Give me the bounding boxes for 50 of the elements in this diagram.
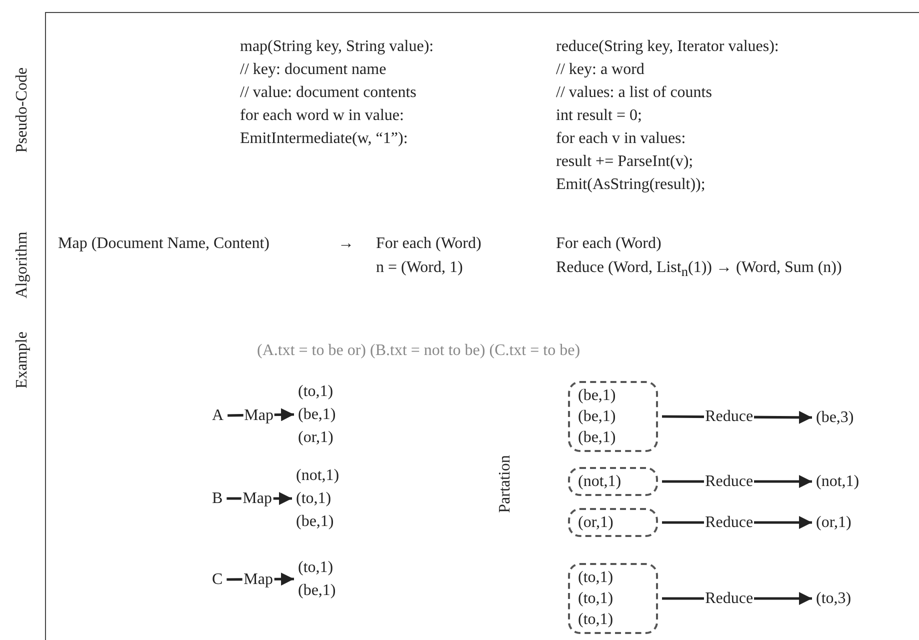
dashed-group (568, 508, 658, 537)
code-line: // value: document contents (240, 83, 416, 103)
key-value-text: (to,1) (578, 589, 614, 609)
code-line: for each v in values: (556, 129, 686, 149)
key-value-text: A (212, 404, 224, 427)
key-value-text: (be,1) (578, 407, 617, 427)
code-line: for each word w in value: (240, 106, 404, 126)
arrow-symbol: → (338, 234, 354, 254)
key-value-text: (be,1) (578, 386, 617, 406)
key-value-text: (to,1) (298, 558, 334, 578)
example-input-text: (A.txt = to be or) (B.txt = not to be) (C.txt = to be) (257, 341, 580, 361)
key-value-text: (be,1) (578, 428, 617, 448)
key-value-text: (to,3) (816, 587, 852, 610)
code-line: // key: a word (556, 60, 644, 80)
section-label: Example (12, 332, 32, 388)
code-line: // values: a list of counts (556, 83, 712, 103)
key-value-text: (not,1) (296, 466, 340, 486)
key-value-text: (or,1) (578, 513, 614, 533)
key-value-text: (or,1) (298, 428, 334, 448)
dashed-group (568, 563, 658, 634)
key-value-text: (to,1) (296, 489, 332, 509)
dashed-group (568, 467, 658, 496)
code-line: result += ParseInt(v); (556, 152, 694, 172)
key-value-text: B (212, 487, 223, 510)
algorithm-text: Map (Document Name, Content) (58, 234, 270, 254)
key-value-text: C (212, 568, 223, 591)
key-value-text: (not,1) (816, 470, 860, 493)
partition-label: Partation (496, 455, 514, 513)
dashed-group (568, 381, 658, 452)
key-value-text: (or,1) (816, 511, 852, 534)
key-value-text: (to,1) (298, 382, 334, 402)
key-value-text: (to,1) (578, 568, 614, 588)
key-value-text: (not,1) (578, 472, 622, 492)
section-label: Algorithm (12, 232, 32, 298)
code-line: EmitIntermediate(w, “1”): (240, 129, 408, 149)
key-value-text: (be,1) (298, 581, 336, 601)
algorithm-text: Reduce (Word, List$_{n}$(1)) → (Word, Sum (n)) (556, 258, 842, 282)
algorithm-text: n = (Word, 1) (376, 258, 463, 278)
code-line: reduce(String key, Iterator values): (556, 37, 779, 57)
key-value-text: (be,1) (296, 512, 335, 532)
algorithm-text: For each (Word) (376, 234, 482, 254)
code-line: Emit(AsString(result)); (556, 175, 706, 195)
code-line: // key: document name (240, 60, 386, 80)
algorithm-text: For each (Word) (556, 234, 662, 254)
key-value-text: (to,1) (578, 610, 614, 630)
key-value-text: (be,1) (298, 405, 336, 425)
code-line: map(String key, String value): (240, 37, 434, 57)
code-line: int result = 0; (556, 106, 642, 126)
key-value-text: (be,3) (816, 406, 854, 429)
section-label: Pseudo-Code (12, 67, 32, 153)
